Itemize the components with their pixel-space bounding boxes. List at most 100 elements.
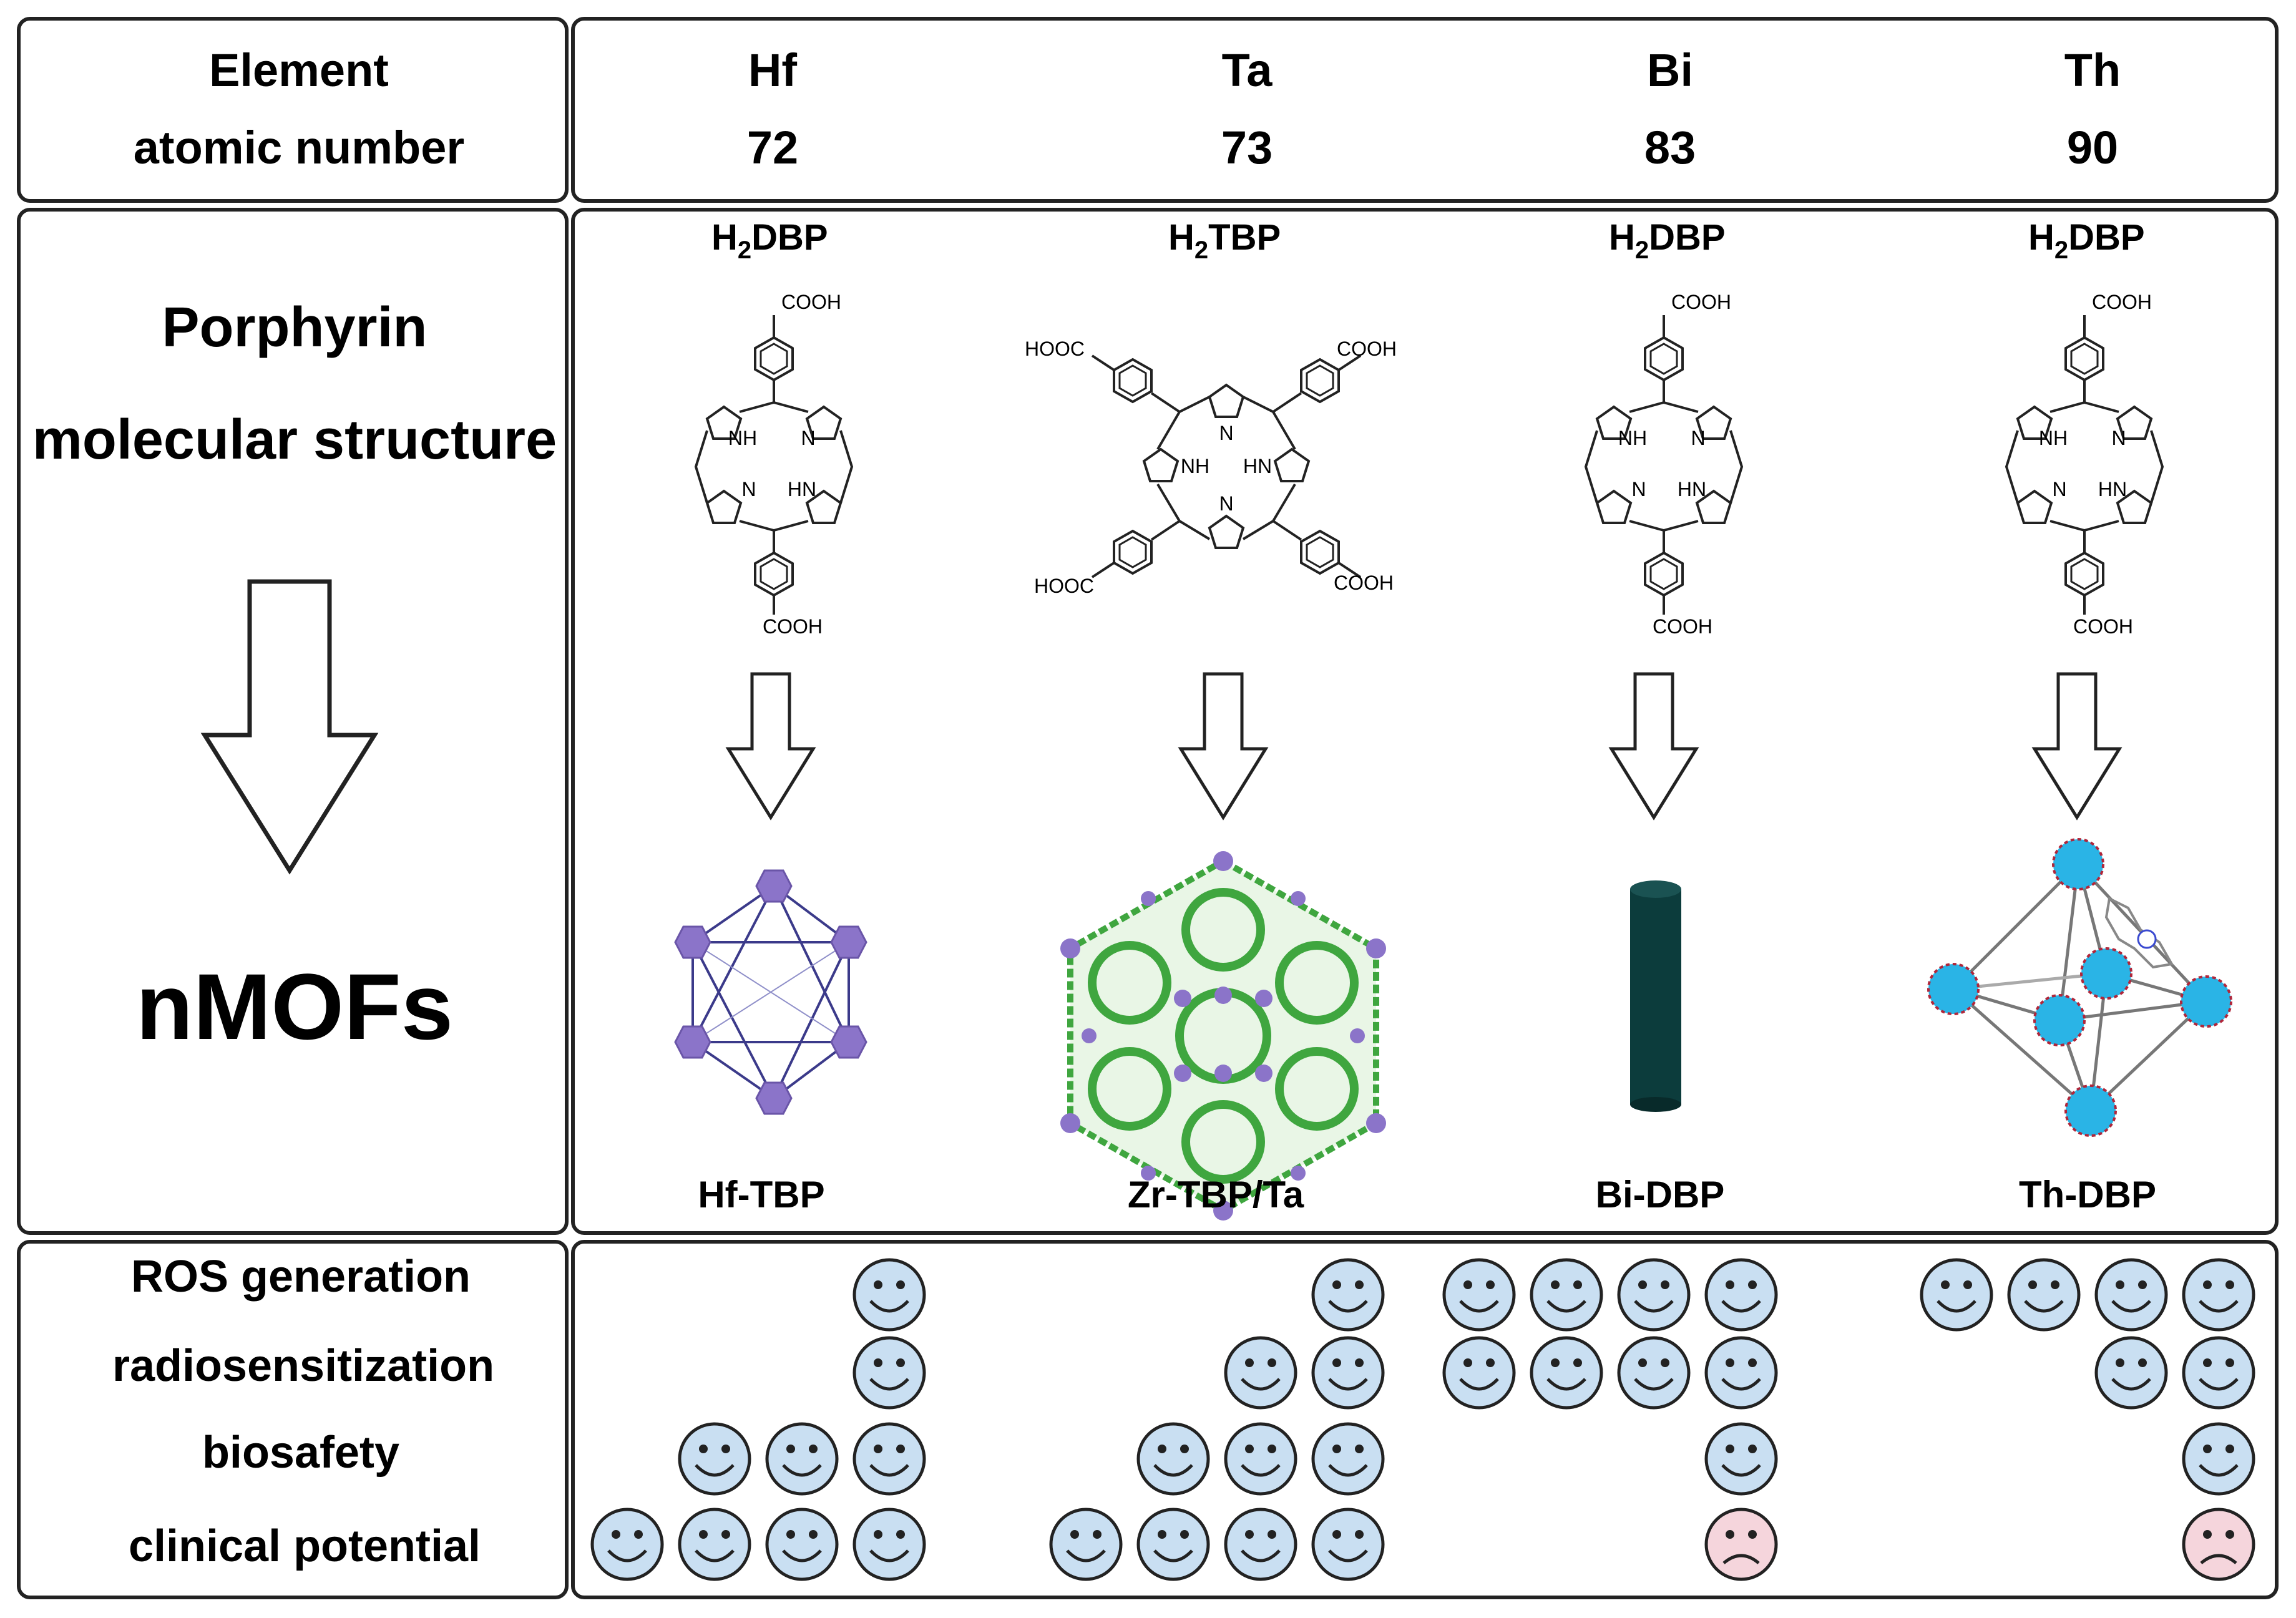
smiley-face-icon-radio-bi-4 bbox=[1444, 1338, 1514, 1408]
n-bottom-ta: N bbox=[1219, 492, 1233, 515]
mof-name-th: Th-DBP bbox=[2019, 1174, 2156, 1216]
element-label: Element bbox=[209, 44, 389, 96]
dbp-structure-hf: COOH COOH NH N N HN bbox=[694, 291, 854, 638]
n2-label-hf: N bbox=[741, 478, 756, 500]
cooh-bottom-right: COOH bbox=[1334, 572, 1394, 594]
smiley-face-icon-ros-th-4 bbox=[1922, 1260, 1991, 1330]
nh-label-th: NH bbox=[2039, 427, 2068, 449]
smiley-face-icon-radio-th-2 bbox=[2096, 1338, 2166, 1408]
element-number-hf: 72 bbox=[747, 122, 798, 173]
smiley-face-icon-clinical-ta-2 bbox=[1226, 1509, 1296, 1579]
sad-face-icon-clinical-bi-1 bbox=[1706, 1509, 1776, 1579]
th-dbp-cage-icon bbox=[1927, 838, 2232, 1137]
cooh-bottom-th: COOH bbox=[2073, 615, 2133, 638]
smiley-face-icon-ros-bi-2 bbox=[1619, 1260, 1689, 1330]
smiley-face-icon-ros-bi-3 bbox=[1531, 1260, 1601, 1330]
ligand-label-th: H2DBP bbox=[2028, 217, 2145, 264]
nmofs-label: nMOFs bbox=[136, 954, 453, 1059]
hf-tbp-cage-icon bbox=[674, 869, 867, 1115]
ligand-label-bi: H2DBP bbox=[1609, 217, 1726, 264]
zr-tbp-framework-icon bbox=[1060, 851, 1386, 1221]
smiley-face-icon-biosafety-hf-1 bbox=[854, 1424, 924, 1494]
element-number-bi: 83 bbox=[1644, 122, 1696, 173]
property-radiosensitization: radiosensitization bbox=[112, 1341, 494, 1391]
element-headers: Hf 72 Ta 73 Bi 83 Th 90 bbox=[747, 44, 2121, 173]
smiley-face-icon-ros-bi-4 bbox=[1444, 1260, 1514, 1330]
smiley-face-icon-radio-bi-1 bbox=[1706, 1338, 1776, 1408]
smiley-face-icon-radio-ta-2 bbox=[1226, 1338, 1296, 1408]
down-arrow-icon-hf bbox=[728, 674, 813, 817]
ligand-labels: H2DBP H2TBP H2DBP H2DBP bbox=[711, 217, 2145, 264]
sad-face-icon-clinical-th-1 bbox=[2184, 1509, 2254, 1579]
hooc-bottom-left: HOOC bbox=[1034, 575, 1094, 597]
smiley-face-icon-biosafety-hf-3 bbox=[680, 1424, 750, 1494]
cooh-top-bi: COOH bbox=[1671, 291, 1731, 313]
n-label-hf: N bbox=[801, 427, 815, 449]
dbp-structure-th: COOH COOH NH N N HN bbox=[2005, 291, 2164, 638]
bottom-right-frame bbox=[571, 1240, 2279, 1599]
nh-label-ta: NH bbox=[1181, 455, 1209, 477]
n2-label-th: N bbox=[2052, 478, 2066, 500]
smiley-face-icon-biosafety-hf-2 bbox=[767, 1424, 837, 1494]
bottom-left-frame bbox=[17, 1240, 569, 1599]
ligand-label-hf: H2DBP bbox=[711, 217, 828, 264]
hn-label-hf: HN bbox=[788, 478, 816, 500]
dbp-structure-bi: COOH COOH NH N N HN bbox=[1584, 291, 1744, 638]
hn-label-bi: HN bbox=[1678, 478, 1706, 500]
tbp-structure-ta: HOOC COOH HOOC COOH N NH HN N bbox=[1025, 338, 1397, 597]
header-right-frame bbox=[571, 17, 2279, 203]
cooh-top-right: COOH bbox=[1337, 338, 1397, 360]
smiley-face-icon-radio-th-1 bbox=[2184, 1338, 2254, 1408]
n-label-th: N bbox=[2111, 427, 2126, 449]
n-label-bi: N bbox=[1691, 427, 1705, 449]
element-number-th: 90 bbox=[2067, 122, 2118, 173]
hn-label-th: HN bbox=[2098, 478, 2127, 500]
smiley-face-icon-ros-th-1 bbox=[2184, 1260, 2254, 1330]
element-number-ta: 73 bbox=[1221, 122, 1273, 173]
property-biosafety: biosafety bbox=[202, 1428, 399, 1478]
cooh-bottom-hf: COOH bbox=[763, 615, 823, 638]
n-top-ta: N bbox=[1219, 422, 1233, 444]
smiley-face-icon-biosafety-th-1 bbox=[2184, 1424, 2254, 1494]
smiley-face-icon-radio-hf-1 bbox=[854, 1338, 924, 1408]
smiley-face-icon-ros-th-2 bbox=[2096, 1260, 2166, 1330]
down-arrow-icon-bi bbox=[1611, 674, 1696, 817]
n2-label-bi: N bbox=[1631, 478, 1646, 500]
element-symbol-th: Th bbox=[2064, 44, 2121, 96]
hooc-top-left: HOOC bbox=[1025, 338, 1085, 360]
smiley-face-icon-clinical-hf-3 bbox=[680, 1509, 750, 1579]
big-down-arrow-icon bbox=[200, 579, 379, 875]
mof-name-ta: Zr-TBP/Ta bbox=[1128, 1174, 1304, 1216]
nh-label-bi: NH bbox=[1618, 427, 1647, 449]
middle-right-frame bbox=[571, 208, 2279, 1235]
mof-name-hf: Hf-TBP bbox=[698, 1174, 824, 1216]
atomic-number-label: atomic number bbox=[134, 122, 464, 173]
element-symbol-bi: Bi bbox=[1647, 44, 1693, 96]
nh-label-hf: NH bbox=[728, 427, 757, 449]
property-clinical-potential: clinical potential bbox=[129, 1521, 481, 1571]
smiley-face-icon-clinical-hf-2 bbox=[767, 1509, 837, 1579]
smiley-face-icon-biosafety-ta-3 bbox=[1138, 1424, 1208, 1494]
smiley-face-icon-clinical-hf-4 bbox=[592, 1509, 662, 1579]
mof-name-bi: Bi-DBP bbox=[1596, 1174, 1725, 1216]
smiley-face-icon-ros-th-3 bbox=[2009, 1260, 2079, 1330]
cooh-top-th: COOH bbox=[2092, 291, 2152, 313]
smiley-face-icon-ros-ta-1 bbox=[1313, 1260, 1383, 1330]
cooh-top-hf: COOH bbox=[781, 291, 841, 313]
frames bbox=[17, 17, 2279, 1599]
smiley-face-icon-ros-hf-1 bbox=[854, 1260, 924, 1330]
down-arrow-icon-th bbox=[2035, 674, 2119, 817]
smiley-face-icon-biosafety-ta-1 bbox=[1313, 1424, 1383, 1494]
property-ros-generation: ROS generation bbox=[131, 1252, 471, 1302]
smiley-face-icon-clinical-hf-1 bbox=[854, 1509, 924, 1579]
smiley-face-icon-clinical-ta-1 bbox=[1313, 1509, 1383, 1579]
cooh-bottom-bi: COOH bbox=[1653, 615, 1712, 638]
middle-left-frame bbox=[17, 208, 569, 1235]
smiley-face-icon-radio-bi-3 bbox=[1531, 1338, 1601, 1408]
porphyrin-label: Porphyrin bbox=[162, 296, 427, 359]
smiley-face-icon-radio-ta-1 bbox=[1313, 1338, 1383, 1408]
smiley-face-icon-biosafety-ta-2 bbox=[1226, 1424, 1296, 1494]
smiley-face-icon-clinical-ta-4 bbox=[1051, 1509, 1121, 1579]
smiley-face-icon-biosafety-bi-1 bbox=[1706, 1424, 1776, 1494]
header-left-frame bbox=[17, 17, 569, 203]
